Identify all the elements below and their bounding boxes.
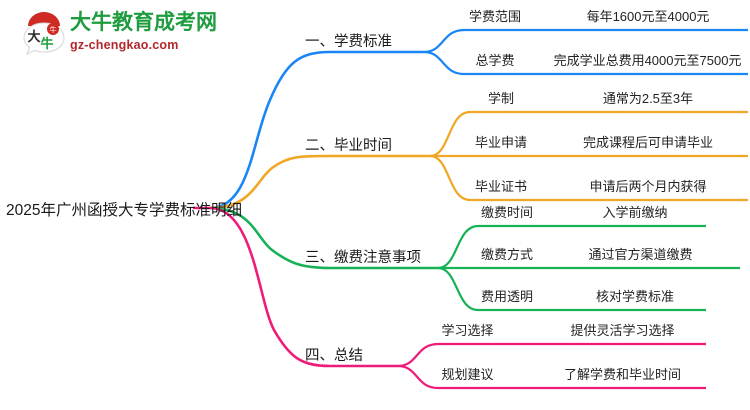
svg-text:大: 大 [27,29,40,45]
sub-label-3-2[interactable]: 缴费方式 [480,247,533,262]
sub-label-2-2[interactable]: 毕业申请 [474,135,527,150]
logo-domain: gz-chengkao.com [70,38,179,52]
sub-label-3-3[interactable]: 费用透明 [480,289,533,304]
leaf-value-1-1[interactable]: 每年1600元至4000元 [586,9,710,24]
branch-label-4[interactable]: 四、总结 [305,348,363,364]
root-node[interactable]: 2025年广州函授大专学费标准明细 [6,198,242,220]
leaf-value-1-2[interactable]: 完成学业总费用4000元至7500元 [553,53,742,68]
sub-label-2-1[interactable]: 学制 [487,91,514,106]
branch4-child1-link [397,342,439,368]
leaf-value-2-1[interactable]: 通常为2.5至3年 [602,91,694,106]
leaf-value-3-3[interactable]: 核对学费标准 [595,289,674,304]
sub-label-1-2[interactable]: 总学费 [475,53,515,68]
sub-label-1-1[interactable]: 学费范围 [468,9,521,24]
leaf-value-3-1[interactable]: 入学前缴纳 [602,205,668,220]
svg-text:牛: 牛 [40,36,53,52]
branch-label-2[interactable]: 二、毕业时间 [305,138,392,154]
svg-text:牛: 牛 [50,25,57,34]
branch1-trunk [209,50,331,210]
site-logo: 牛 大 牛 大牛教育成考网 gz-chengkao.com [8,4,217,62]
leaf-value-4-1[interactable]: 提供灵活学习选择 [570,323,675,338]
sub-label-2-3[interactable]: 毕业证书 [474,179,527,194]
branch-label-1[interactable]: 一、学费标准 [305,34,392,50]
leaf-value-3-2[interactable]: 通过官方渠道缴费 [588,247,693,262]
branch4-trunk [209,206,331,368]
daniu-logo-icon: 牛 大 牛 [23,12,65,56]
leaf-value-2-2[interactable]: 完成课程后可申请毕业 [582,135,713,150]
branch1-child1-link [423,28,465,54]
logo-site-name: 大牛教育成考网 [70,11,217,34]
root-node-label: 2025年广州函授大专学费标准明细 [6,202,242,219]
sub-label-3-1[interactable]: 缴费时间 [480,205,533,220]
leaf-value-2-3[interactable]: 申请后两个月内获得 [589,179,707,194]
branch-label-3[interactable]: 三、缴费注意事项 [305,250,421,266]
sub-label-4-1[interactable]: 学习选择 [441,323,494,338]
leaf-value-4-2[interactable]: 了解学费和毕业时间 [563,367,681,382]
sub-label-4-2[interactable]: 规划建议 [441,367,494,382]
